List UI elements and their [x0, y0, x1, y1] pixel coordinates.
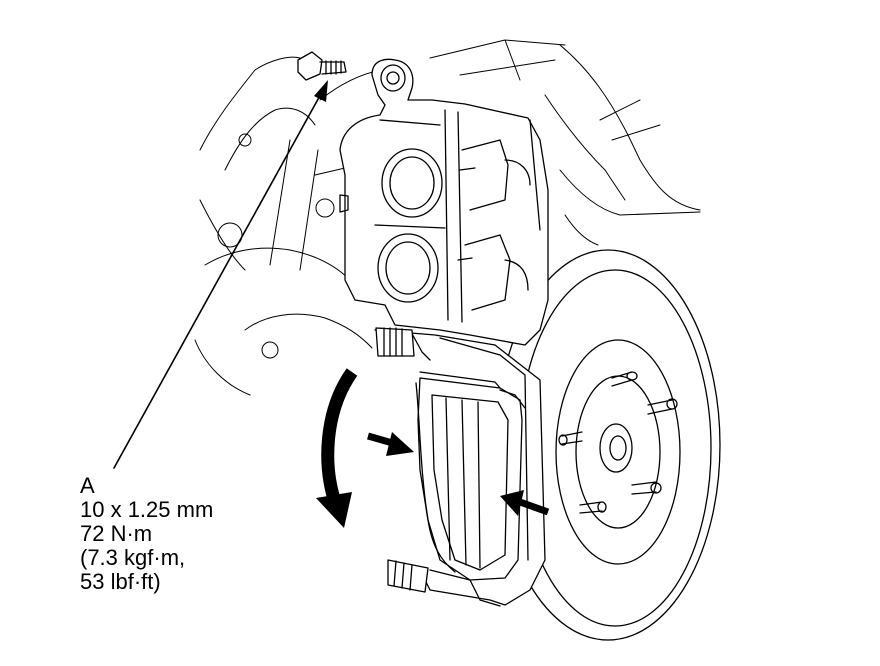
rotation-arrow-icon	[316, 368, 358, 528]
suspension-background	[194, 39, 701, 396]
bolt-spec-callout: A 10 x 1.25 mm 72 N·m (7.3 kgf·m, 53 lbf…	[80, 474, 213, 594]
caliper-body	[339, 58, 549, 346]
callout-bolt-size: 10 x 1.25 mm	[80, 497, 214, 522]
leader-arrowhead-icon	[314, 80, 328, 102]
brake-pads	[415, 371, 526, 581]
callout-torque-nm: 72 N·m	[80, 521, 153, 546]
pad-arrow-left-icon	[367, 432, 414, 456]
pad-arrow-right-icon	[500, 490, 550, 516]
callout-torque-kgfm: (7.3 kgf·m,	[80, 545, 186, 570]
bolt-a-icon	[297, 51, 347, 81]
callout-label: A	[80, 473, 95, 498]
callout-torque-lbfft: 53 lbf·ft)	[80, 569, 161, 594]
leader-line-a	[113, 91, 323, 469]
